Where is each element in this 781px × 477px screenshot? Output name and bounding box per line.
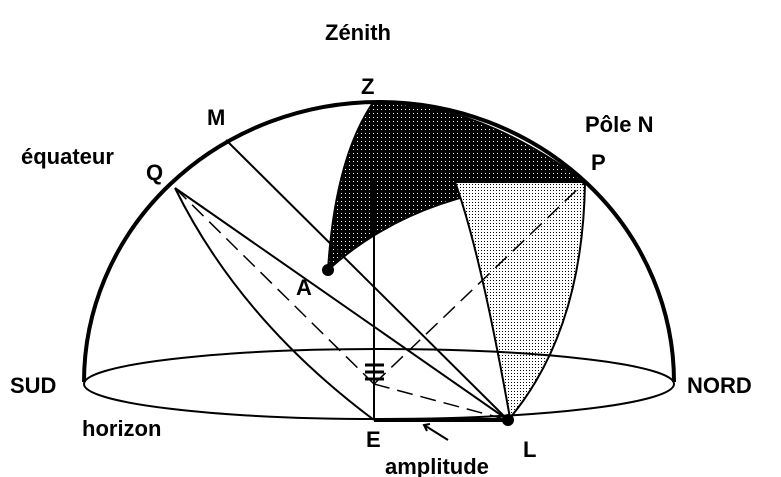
label-z: Z <box>361 74 374 99</box>
amplitude-arrow-icon <box>422 423 449 441</box>
line-q-l <box>174 187 509 421</box>
curve-q-e <box>174 187 375 421</box>
point-l <box>502 414 514 426</box>
label-amplitude: amplitude <box>385 454 489 477</box>
label-e: E <box>366 427 381 452</box>
label-sud: SUD <box>10 373 56 398</box>
horizon-ellipse <box>83 348 675 420</box>
label-zenith-title: Zénith <box>325 20 391 45</box>
light-shaded-region <box>453 181 587 421</box>
label-q: Q <box>146 160 163 185</box>
label-pole-n: Pôle N <box>585 112 653 137</box>
label-l: L <box>523 437 536 462</box>
point-a <box>322 264 334 276</box>
line-m-l <box>225 139 509 421</box>
label-equateur: équateur <box>21 144 114 169</box>
label-a: A <box>296 275 312 300</box>
label-horizon: horizon <box>82 416 161 441</box>
dashed-lines <box>174 181 586 421</box>
label-p: P <box>591 150 606 175</box>
hemisphere-arc <box>82 100 676 383</box>
label-m: M <box>207 105 225 130</box>
label-nord: NORD <box>687 373 752 398</box>
